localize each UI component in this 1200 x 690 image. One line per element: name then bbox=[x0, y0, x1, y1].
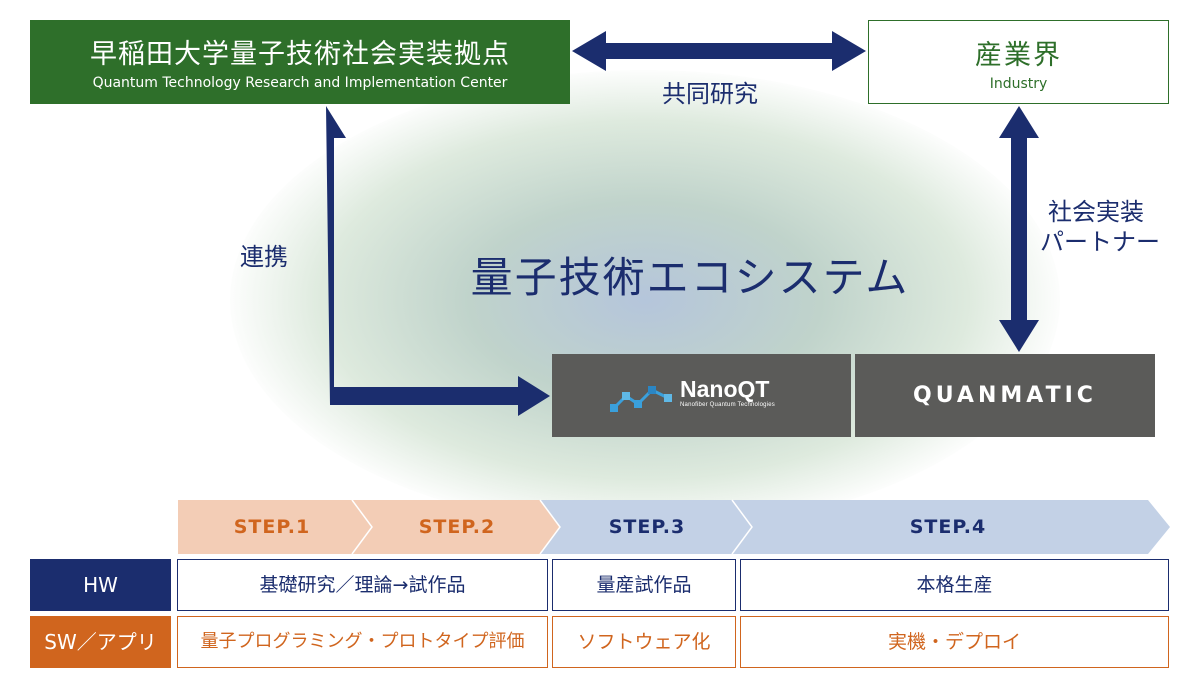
industry-box: 産業界 Industry bbox=[868, 20, 1169, 104]
quanmatic-name: QUANMATIC bbox=[913, 383, 1097, 408]
center-title-ja: 早稲田大学量子技術社会実装拠点 bbox=[90, 39, 510, 70]
waseda-center-box: 早稲田大学量子技術社会実装拠点 Quantum Technology Resea… bbox=[30, 20, 570, 104]
sw-cell-3: 実機・デプロイ bbox=[740, 616, 1169, 668]
step-2-chevron bbox=[352, 500, 560, 554]
joint-research-arrow bbox=[572, 31, 866, 71]
hw-cell-3: 本格生産 bbox=[740, 559, 1169, 611]
industry-title-ja: 産業界 bbox=[975, 40, 1062, 71]
joint-research-label: 共同研究 bbox=[662, 80, 758, 108]
nanoqt-box: NanoQT Nanofiber Quantum Technologies bbox=[552, 354, 851, 437]
step-3-chevron bbox=[540, 500, 752, 554]
hw-cell-2: 量産試作品 bbox=[552, 559, 736, 611]
sw-cell-1: 量子プログラミング・プロトタイプ評価 bbox=[177, 616, 548, 668]
sw-cell-2: ソフトウェア化 bbox=[552, 616, 736, 668]
social-impl-label-1: 社会実装 bbox=[1048, 198, 1144, 226]
sw-row-label: SW／アプリ bbox=[30, 616, 171, 668]
collaboration-arrow bbox=[326, 106, 550, 416]
social-impl-label-2: パートナー bbox=[1040, 228, 1160, 256]
step-2-label: STEP.2 bbox=[418, 516, 496, 538]
center-title-en: Quantum Technology Research and Implemen… bbox=[92, 75, 508, 91]
ecosystem-glow bbox=[230, 70, 1060, 530]
quanmatic-box: QUANMATIC bbox=[855, 354, 1155, 437]
step-1-chevron bbox=[178, 500, 372, 554]
social-implementation-arrow bbox=[999, 106, 1039, 352]
nanoqt-name: NanoQT bbox=[680, 376, 770, 402]
ecosystem-title: 量子技術エコシステム bbox=[470, 253, 910, 302]
step-3-label: STEP.3 bbox=[608, 516, 686, 538]
step-4-chevron bbox=[732, 500, 1170, 554]
hw-row-label: HW bbox=[30, 559, 171, 611]
nanoqt-subtitle: Nanofiber Quantum Technologies bbox=[680, 402, 775, 408]
step-4-label: STEP.4 bbox=[909, 516, 987, 538]
collaboration-label: 連携 bbox=[240, 243, 288, 271]
hw-cell-1: 基礎研究／理論→試作品 bbox=[177, 559, 548, 611]
step-1-label: STEP.1 bbox=[233, 516, 311, 538]
industry-title-en: Industry bbox=[989, 76, 1048, 92]
nanoqt-logo-icon bbox=[610, 386, 672, 412]
